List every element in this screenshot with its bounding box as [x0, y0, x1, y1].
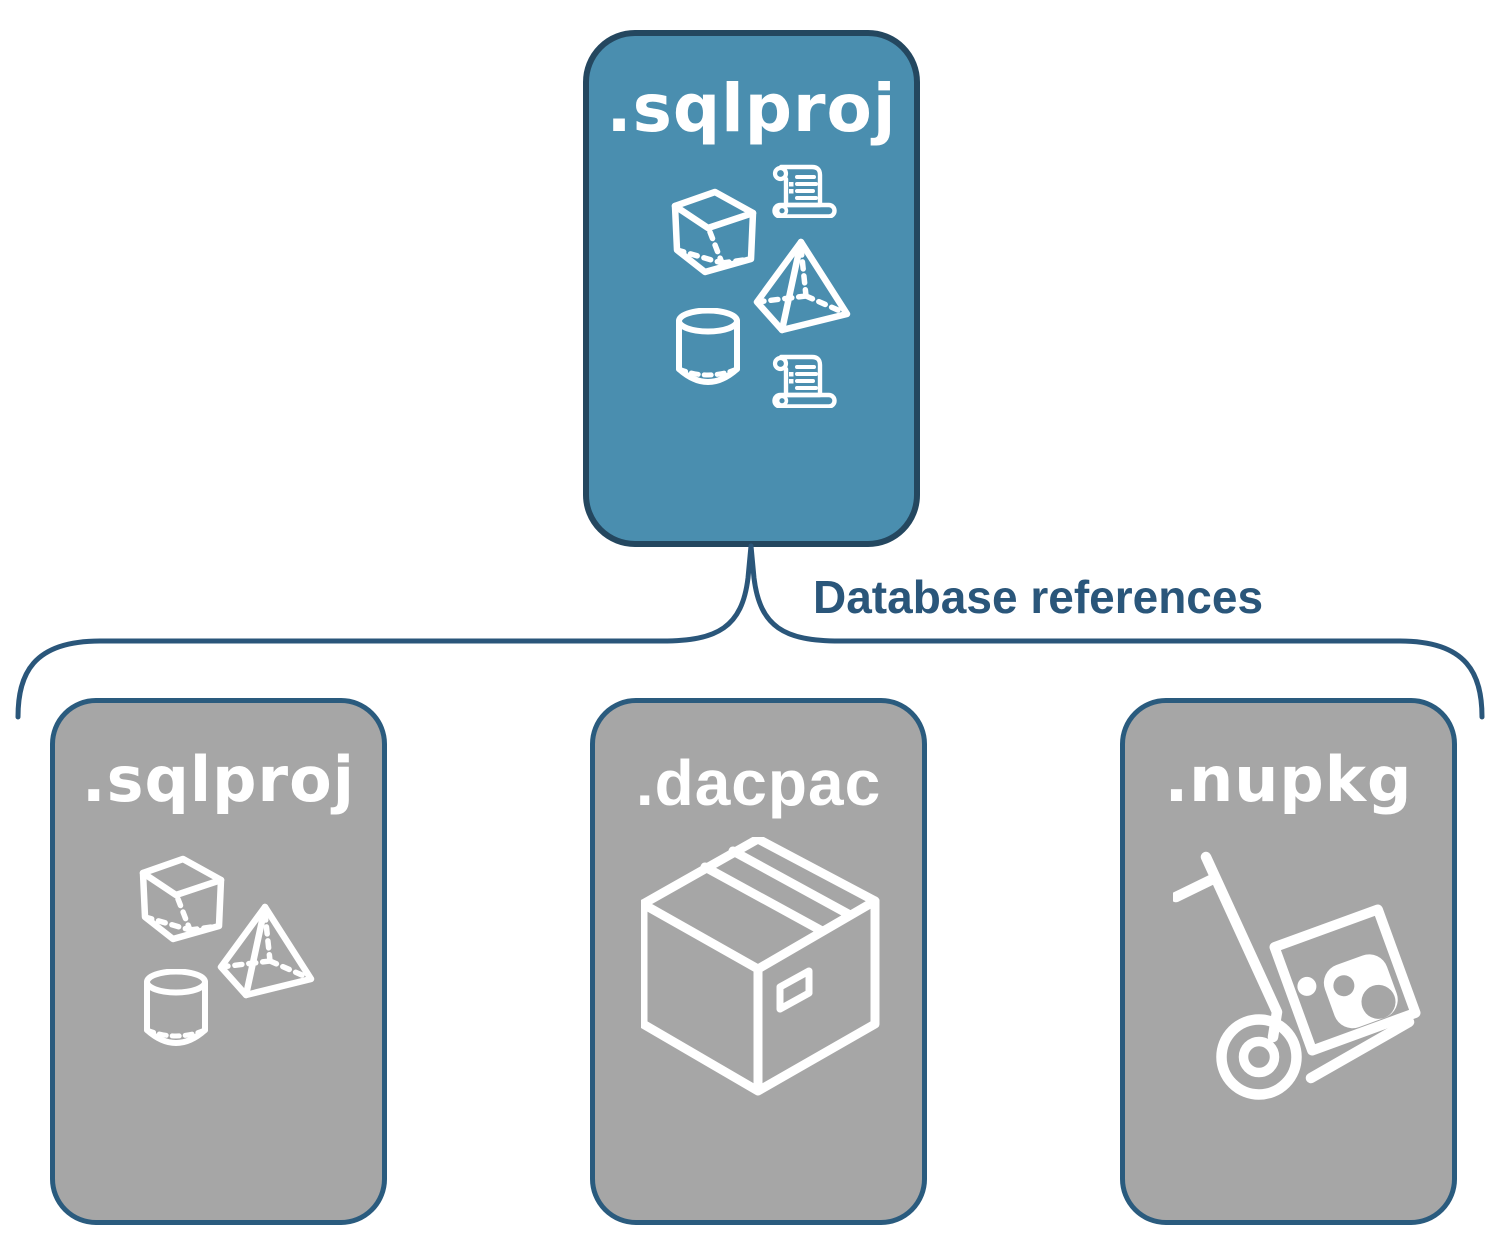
node-label: .nupkg — [1164, 743, 1413, 816]
pyramid-icon — [217, 903, 315, 999]
node-nupkg: .nupkg — [1120, 698, 1457, 1225]
node-label: .dacpac — [635, 747, 882, 819]
scroll-icon — [772, 164, 837, 218]
cylinder-icon — [144, 969, 208, 1046]
package-box-icon — [641, 837, 880, 1096]
cube-icon — [139, 855, 225, 943]
node-label: .sqlproj — [82, 743, 355, 816]
connector-label: Database references — [813, 571, 1264, 623]
scroll-icon — [772, 354, 837, 408]
cylinder-icon — [676, 308, 740, 385]
node-label: .sqlproj — [606, 70, 897, 147]
pyramid-icon — [753, 238, 851, 334]
node-sqlproj-child: .sqlproj — [50, 698, 387, 1225]
node-dacpac: .dacpac — [590, 698, 927, 1225]
cube-icon — [671, 188, 757, 276]
hand-truck-package-icon — [1173, 851, 1421, 1100]
node-sqlproj-root: .sqlproj — [583, 30, 920, 547]
